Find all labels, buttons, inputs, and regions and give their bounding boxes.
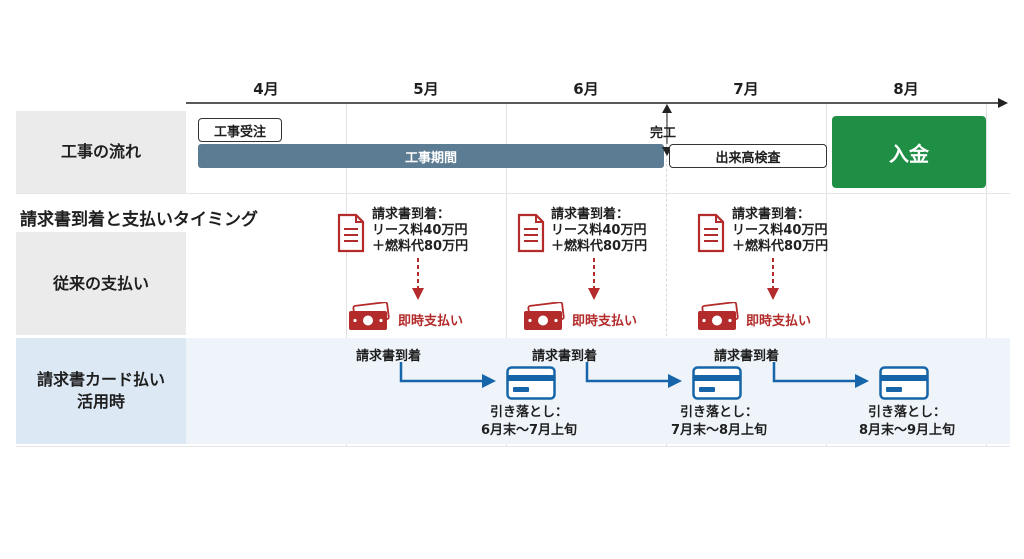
- invoice-icon: [517, 213, 545, 253]
- invoice-arrival-label: 請求書到着: [532, 349, 598, 364]
- deduction-title: 引き落とし：: [679, 405, 758, 420]
- flow-arrow-icon: [772, 362, 869, 388]
- cash-icon: [698, 302, 739, 330]
- column-divider: [346, 104, 347, 446]
- deduction-title: 引き落とし：: [489, 405, 568, 420]
- invoice-arrival-label: 請求書到着：: [551, 207, 630, 222]
- invoice-icon: [697, 213, 725, 253]
- lease-fee-label: リース料40万円: [551, 223, 647, 238]
- row-label-construction: 工事の流れ: [16, 111, 186, 193]
- invoice-arrival-label: 請求書到着: [356, 349, 422, 364]
- flow-arrow-icon: [399, 362, 496, 388]
- row-divider: [16, 193, 1010, 194]
- immediate-payment-label: 即時支払い: [746, 314, 812, 329]
- lease-fee-label: リース料40万円: [732, 223, 828, 238]
- cash-icon: [349, 302, 390, 330]
- inspection-tag: 出来高検査: [669, 144, 827, 168]
- invoice-arrival-label: 請求書到着：: [732, 207, 811, 222]
- row-label-card-text: 請求書カード払い活用時: [36, 370, 165, 411]
- cash-icon: [524, 302, 565, 330]
- immediate-payment-label: 即時支払い: [398, 314, 464, 329]
- month-label-jul: 7月: [733, 80, 759, 98]
- row-label-card: 請求書カード払い活用時: [16, 338, 186, 444]
- order-tag: 工事受注: [198, 118, 282, 142]
- invoice-details: 請求書到着： リース料40万円 ＋燃料代80万円: [372, 207, 468, 255]
- lease-fee-label: リース料40万円: [372, 223, 468, 238]
- fuel-fee-label: ＋燃料代80万円: [732, 239, 829, 254]
- timing-heading: 請求書到着と支払いタイミング: [20, 210, 258, 230]
- column-divider: [986, 104, 987, 446]
- immediate-payment-label: 即時支払い: [572, 314, 638, 329]
- invoice-details: 請求書到着： リース料40万円 ＋燃料代80万円: [732, 207, 828, 255]
- month-label-apr: 4月: [253, 80, 279, 98]
- credit-card-icon: [879, 366, 929, 400]
- deduction-period: 8月末〜9月上旬: [858, 423, 956, 438]
- invoice-details: 請求書到着： リース料40万円 ＋燃料代80万円: [551, 207, 647, 255]
- row-label-conventional: 従来の支払い: [16, 232, 186, 335]
- flow-arrow-icon: [585, 362, 682, 388]
- row-divider: [16, 446, 1010, 447]
- month-label-may: 5月: [413, 80, 439, 98]
- credit-card-icon: [506, 366, 556, 400]
- deduction-label: 引き落とし： 7月末〜8月上旬: [658, 404, 780, 440]
- dashed-arrow-down-icon: [767, 258, 779, 300]
- construction-period-bar: 工事期間: [198, 144, 664, 168]
- column-divider: [826, 104, 827, 446]
- invoice-icon: [337, 213, 365, 253]
- month-label-aug: 8月: [893, 80, 919, 98]
- fuel-fee-label: ＋燃料代80万円: [551, 239, 648, 254]
- column-divider: [666, 104, 667, 446]
- deduction-period: 6月末〜7月上旬: [480, 423, 578, 438]
- deduction-label: 引き落とし： 6月末〜7月上旬: [468, 404, 590, 440]
- invoice-arrival-label: 請求書到着: [714, 349, 780, 364]
- deduction-period: 7月末〜8月上旬: [670, 423, 768, 438]
- fuel-fee-label: ＋燃料代80万円: [372, 239, 469, 254]
- payment-received-box: 入金: [832, 116, 986, 188]
- timeline-axis: [186, 98, 1008, 108]
- credit-card-icon: [692, 366, 742, 400]
- deduction-label: 引き落とし： 8月末〜9月上旬: [846, 404, 968, 440]
- dashed-arrow-down-icon: [588, 258, 600, 300]
- month-label-jun: 6月: [573, 80, 599, 98]
- dashed-arrow-down-icon: [412, 258, 424, 300]
- deduction-title: 引き落とし：: [867, 405, 946, 420]
- column-divider: [506, 104, 507, 446]
- invoice-arrival-label: 請求書到着：: [372, 207, 451, 222]
- completion-label: 完工: [650, 126, 677, 141]
- card-row-band: [186, 338, 1010, 444]
